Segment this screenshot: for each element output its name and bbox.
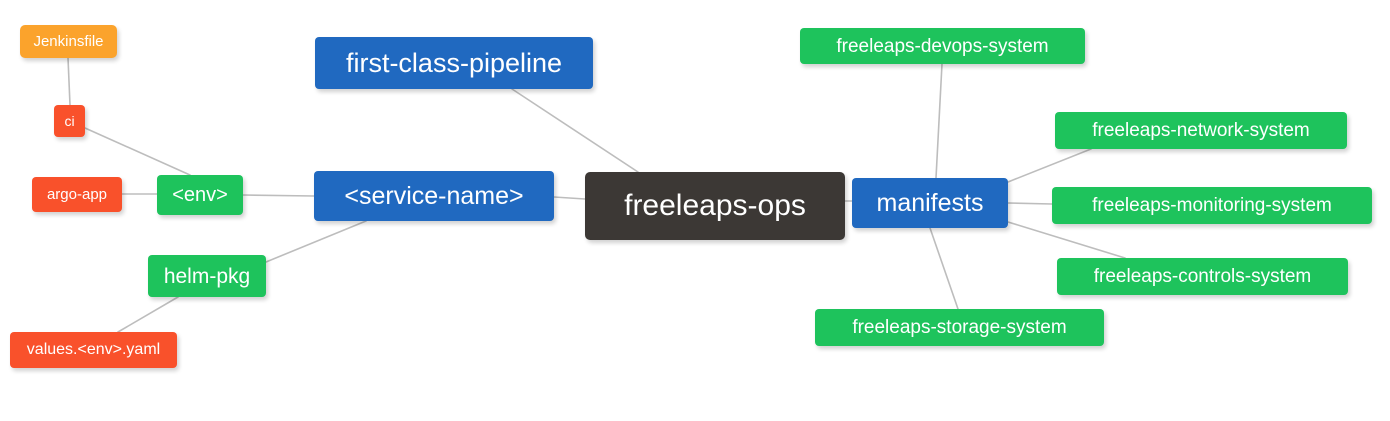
node-label-freeleaps-monitoring-system: freeleaps-monitoring-system (1092, 195, 1332, 216)
node-label-manifests: manifests (876, 188, 984, 217)
node-label-argo-app: argo-app (46, 186, 108, 203)
node-manifests[interactable]: manifests (852, 178, 1008, 228)
edge-env-servicename (242, 194, 315, 197)
edge-manifests-monitoring (1007, 202, 1053, 205)
node-label-jenkinsfile: Jenkinsfile (33, 33, 104, 50)
node-freeleaps-monitoring-system[interactable]: freeleaps-monitoring-system (1052, 187, 1372, 224)
node-freeleaps-network-system[interactable]: freeleaps-network-system (1055, 112, 1347, 149)
node-label-first-class-pipeline: first-class-pipeline (345, 47, 563, 78)
edge-ci-env (84, 127, 191, 176)
edge-manifests-network (1007, 148, 1092, 183)
edge-values-helmpkg (117, 296, 179, 333)
node-label-freeleaps-controls-system: freeleaps-controls-system (1093, 266, 1312, 287)
node-label-env: <env> (172, 184, 228, 206)
edge-servicename-root (553, 196, 586, 200)
node-freeleaps-controls-system[interactable]: freeleaps-controls-system (1057, 258, 1348, 295)
node-first-class-pipeline[interactable]: first-class-pipeline (315, 37, 593, 89)
node-argo-app[interactable]: argo-app (32, 177, 122, 212)
node-label-service-name: <service-name> (344, 181, 524, 210)
edge-firstclass-root (511, 88, 639, 173)
node-label-freeleaps-ops: freeleaps-ops (624, 189, 806, 222)
node-env[interactable]: <env> (157, 175, 243, 215)
node-service-name[interactable]: <service-name> (314, 171, 554, 221)
node-label-ci: ci (64, 113, 75, 129)
edge-jenkinsfile-ci (67, 57, 71, 106)
edge-manifests-devops (935, 63, 943, 179)
node-label-freeleaps-devops-system: freeleaps-devops-system (836, 35, 1049, 57)
node-ci[interactable]: ci (54, 105, 85, 137)
edge-manifests-storage (929, 227, 959, 310)
node-values-yaml[interactable]: values.<env>.yaml (10, 332, 177, 368)
node-freeleaps-ops[interactable]: freeleaps-ops (585, 172, 845, 240)
node-helm-pkg[interactable]: helm-pkg (148, 255, 266, 297)
node-label-values-yaml: values.<env>.yaml (26, 341, 161, 358)
node-freeleaps-devops-system[interactable]: freeleaps-devops-system (800, 28, 1085, 64)
node-jenkinsfile[interactable]: Jenkinsfile (20, 25, 117, 58)
node-label-freeleaps-network-system: freeleaps-network-system (1092, 120, 1310, 141)
node-label-helm-pkg: helm-pkg (163, 264, 251, 288)
node-freeleaps-storage-system[interactable]: freeleaps-storage-system (815, 309, 1104, 346)
node-label-freeleaps-storage-system: freeleaps-storage-system (852, 317, 1067, 338)
edge-manifests-controls (1007, 221, 1126, 259)
edge-helmpkg-servicename (265, 220, 367, 263)
